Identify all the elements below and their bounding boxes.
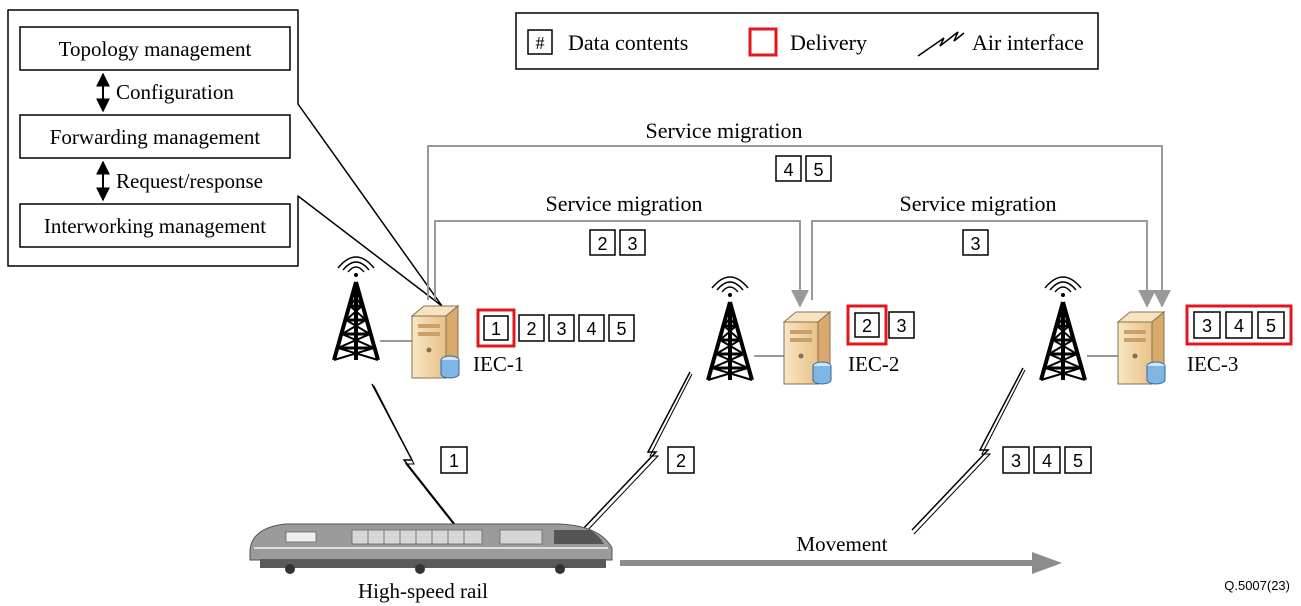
forwarding-box [19,114,291,159]
content-box [805,155,832,182]
base-station-icon [332,255,380,362]
base-station-icon [1039,275,1087,382]
edge-server-icon [411,305,460,379]
lightning-icon-shadow [583,373,693,535]
content-number: 4 [783,160,793,180]
content-number: 5 [1266,316,1276,336]
content-box [578,314,605,342]
content-number: 3 [556,319,566,339]
air-link-2: 2 [581,371,695,535]
migration-second-label: Service migration [899,191,1056,216]
legend-box [515,12,1099,70]
migration-first-line [434,220,809,308]
air-link-3: 3 4 5 [911,367,1092,535]
train-label: High-speed rail [358,579,488,603]
migration-first-label: Service migration [545,191,702,216]
content-number: 1 [449,451,459,471]
server-name: IEC-1 [473,352,524,376]
content-box [854,312,880,338]
migration-second-line [811,220,1156,308]
lightning-icon-shadow [373,385,467,541]
content-box [619,229,646,256]
site-iec-2: IEC-2 2 3 [706,275,915,385]
migration-long-label: Service migration [645,118,802,143]
base-station-icon [706,275,754,382]
content-number: 4 [586,319,596,339]
content-box [888,311,915,339]
content-number: 3 [970,234,980,254]
content-box [608,314,635,342]
content-box [1193,311,1221,339]
content-number: 5 [813,160,823,180]
content-box [775,155,802,182]
content-box [1033,446,1061,474]
content-number: 3 [627,234,637,254]
content-number: 2 [597,234,607,254]
figure-id: Q.5007(23) [1224,578,1290,593]
content-box [518,314,545,342]
migration-second: Service migration 3 [811,191,1156,308]
content-number: 3 [896,316,906,336]
forwarding-label: Forwarding management [50,125,261,149]
content-box [1002,446,1030,474]
air-link-1: 1 [371,383,468,541]
legend-air-label: Air interface [972,30,1084,55]
content-number: 4 [1234,316,1244,336]
content-box [440,446,468,474]
train-icon [249,523,613,574]
content-box [667,446,695,474]
legend: # Data contents Delivery Air interface [515,12,1099,70]
migration-long-line [427,145,1171,308]
content-number: 2 [526,319,536,339]
legend-data-box [527,29,553,55]
content-box [1064,446,1092,474]
legend-delivery-label: Delivery [790,30,867,55]
edge-server-icon [1117,311,1166,385]
content-number: 1 [491,319,501,339]
content-number: 5 [616,319,626,339]
content-box [483,315,509,341]
management-panel: Topology management Configuration Forwar… [7,9,443,307]
content-box [1257,311,1285,339]
content-box [548,314,575,342]
request-response-label: Request/response [116,169,263,193]
content-number: 3 [1011,451,1021,471]
content-number: 3 [1202,316,1212,336]
content-number: 5 [1073,451,1083,471]
legend-data-symbol: # [536,33,545,53]
site-iec-1: IEC-1 1 2 3 4 5 [332,255,635,379]
topology-box [19,26,291,71]
movement-arrow [620,552,1062,574]
site-iec-3: IEC-3 3 4 5 [1039,275,1293,385]
legend-delivery-box [748,27,778,57]
server-name: IEC-3 [1187,352,1238,376]
migration-long: Service migration 4 5 [427,118,1171,308]
content-number: 2 [676,451,686,471]
lightning-icon [917,31,965,57]
interworking-box [19,203,291,248]
topology-label: Topology management [59,37,252,61]
migration-first: Service migration 2 3 [434,191,809,308]
content-box [589,229,616,256]
movement-label: Movement [797,532,888,556]
content-number: 2 [862,316,872,336]
interworking-label: Interworking management [44,214,266,238]
lightning-icon-shadow [913,369,1026,535]
edge-server-icon [783,311,832,385]
legend-data-label: Data contents [568,30,688,55]
server-name: IEC-2 [848,352,899,376]
configuration-label: Configuration [116,80,234,104]
content-box [962,229,989,256]
content-number: 4 [1042,451,1052,471]
content-box [1225,311,1253,339]
